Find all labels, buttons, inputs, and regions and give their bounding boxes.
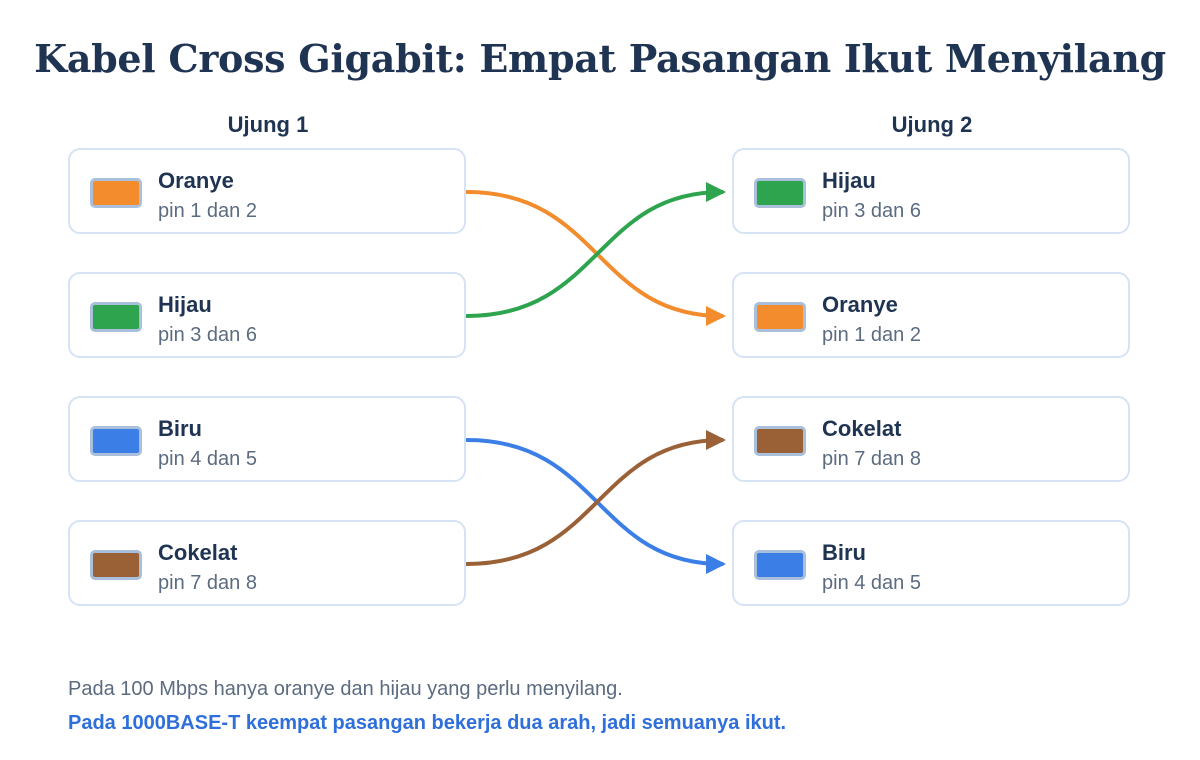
- pair-pins: pin 4 dan 5: [822, 572, 921, 594]
- wire-connection: [465, 430, 726, 566]
- pair-name: Cokelat: [158, 540, 238, 565]
- left-pair-card: Cokelat pin 7 dan 8: [68, 520, 466, 606]
- color-swatch: [754, 550, 806, 580]
- color-swatch: [90, 550, 142, 580]
- right-pair-card: Hijau pin 3 dan 6: [732, 148, 1130, 234]
- color-swatch: [90, 426, 142, 456]
- left-pair-card: Biru pin 4 dan 5: [68, 396, 466, 482]
- pair-pins: pin 7 dan 8: [822, 448, 921, 470]
- right-pair-card: Oranye pin 1 dan 2: [732, 272, 1130, 358]
- pair-name: Oranye: [158, 168, 234, 193]
- right-pair-card: Cokelat pin 7 dan 8: [732, 396, 1130, 482]
- color-swatch: [754, 302, 806, 332]
- pair-name: Cokelat: [822, 416, 902, 441]
- note-100mbps: Pada 100 Mbps hanya oranye dan hijau yan…: [68, 678, 623, 700]
- page-title: Kabel Cross Gigabit: Empat Pasangan Ikut…: [34, 36, 1166, 81]
- pair-pins: pin 1 dan 2: [822, 324, 921, 346]
- wire-connection: [465, 182, 726, 318]
- pair-pins: pin 1 dan 2: [158, 200, 257, 222]
- color-swatch: [90, 178, 142, 208]
- pair-name: Hijau: [158, 292, 212, 317]
- pair-pins: pin 3 dan 6: [822, 200, 921, 222]
- color-swatch: [754, 178, 806, 208]
- right-column-heading: Ujung 2: [891, 112, 973, 137]
- left-pair-card: Oranye pin 1 dan 2: [68, 148, 466, 234]
- left-pair-card: Hijau pin 3 dan 6: [68, 272, 466, 358]
- color-swatch: [754, 426, 806, 456]
- pair-pins: pin 3 dan 6: [158, 324, 257, 346]
- color-swatch: [90, 302, 142, 332]
- pair-pins: pin 4 dan 5: [158, 448, 257, 470]
- right-pair-card: Biru pin 4 dan 5: [732, 520, 1130, 606]
- pair-pins: pin 7 dan 8: [158, 572, 257, 594]
- pair-name: Oranye: [822, 292, 898, 317]
- pair-name: Biru: [822, 540, 866, 565]
- note-1000base-t: Pada 1000BASE-T keempat pasangan bekerja…: [68, 712, 787, 734]
- pair-name: Biru: [158, 416, 202, 441]
- pair-name: Hijau: [822, 168, 876, 193]
- left-column-heading: Ujung 1: [227, 112, 309, 137]
